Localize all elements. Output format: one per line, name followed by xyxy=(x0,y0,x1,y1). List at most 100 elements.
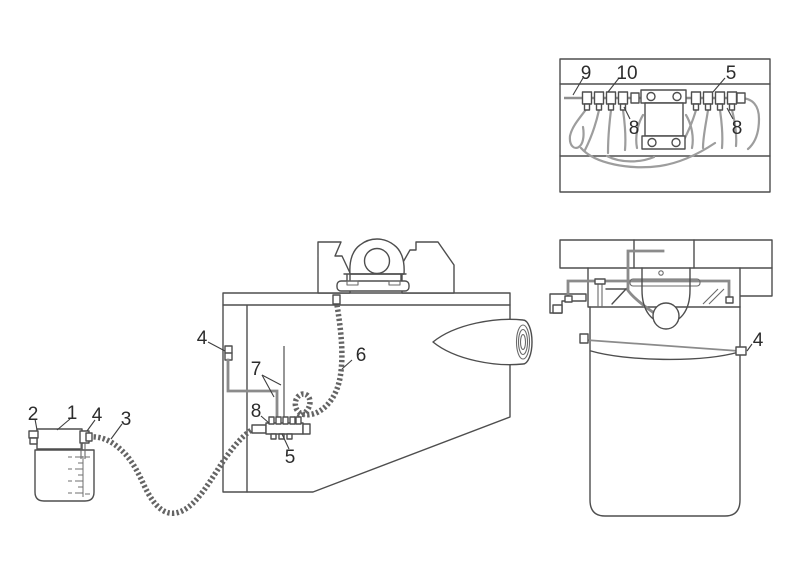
valve-block-body xyxy=(644,102,684,137)
fitting-nut xyxy=(690,91,702,105)
leader-line xyxy=(56,418,71,431)
fitting-drop xyxy=(619,103,627,111)
machine-main-view xyxy=(88,238,533,516)
feed-pipe-elbow xyxy=(226,358,279,423)
manifold-bottom-nub xyxy=(270,433,277,440)
reservoir-cap xyxy=(28,430,39,439)
tank-drain-tube xyxy=(585,339,740,352)
inset-sweep-tube xyxy=(579,141,717,169)
callout-manifold: 5 xyxy=(285,447,296,468)
scale-tick-long xyxy=(75,456,83,494)
inset-left-manifold xyxy=(581,91,640,111)
fitting-drop xyxy=(728,103,736,111)
leader-line xyxy=(746,343,753,352)
right-hatch xyxy=(702,288,725,305)
fitting-drop xyxy=(583,103,591,111)
oil-line-fitting xyxy=(725,296,734,304)
bearing-base-step xyxy=(343,273,407,282)
callout-inset-left-end: 8 xyxy=(629,118,640,139)
manifold-nub xyxy=(295,416,302,425)
bearing-bore xyxy=(363,247,391,275)
roller-end-ring xyxy=(519,333,527,351)
leader-line xyxy=(341,359,353,370)
bearing-base-tray xyxy=(336,280,410,292)
supply-hose xyxy=(88,426,255,516)
leader-line xyxy=(623,106,631,120)
fitting-nut xyxy=(581,91,593,105)
leader-line xyxy=(261,374,275,398)
slide-plate xyxy=(629,278,701,287)
bolt-hole xyxy=(646,91,656,102)
roller xyxy=(432,318,533,366)
needle-bar xyxy=(597,283,603,307)
fitting-drop xyxy=(716,103,724,111)
tank-tube-fitting-right xyxy=(735,346,747,356)
inset-right-end-fitting xyxy=(736,92,746,104)
roller-body xyxy=(432,318,533,366)
reservoir-lid xyxy=(36,428,83,450)
reservoir-cap-lower xyxy=(29,437,38,445)
machine-body-inner-lines xyxy=(222,304,511,493)
callout-numbers: 2 1 4 3 4 7 8 5 6 9 10 5 8 8 4 xyxy=(28,63,764,468)
fitting-drop xyxy=(692,103,700,111)
callout-tank-fitting: 4 xyxy=(753,330,764,351)
leader-line xyxy=(86,419,96,432)
manifold-nub xyxy=(275,416,282,425)
inset-block-tube xyxy=(684,113,694,150)
leader-line xyxy=(281,433,290,450)
dip-tubes xyxy=(80,443,86,459)
tank-rim-curve xyxy=(590,350,740,361)
inset-tube xyxy=(621,108,627,152)
oil-hole xyxy=(658,270,664,276)
fitting-nut xyxy=(702,91,714,105)
inset-block-tube xyxy=(635,113,645,150)
bolt-hole xyxy=(647,137,657,148)
callout-inset-right-end: 8 xyxy=(732,118,743,139)
callout-supply-hose: 3 xyxy=(121,409,132,430)
roller-end-ring xyxy=(515,324,531,360)
back-panel-dividers xyxy=(633,239,695,269)
callout-manifold-end: 8 xyxy=(251,401,262,422)
callout-reservoir-cap: 2 xyxy=(28,404,39,425)
inset-tube xyxy=(718,108,724,150)
tank-tube-fitting-left xyxy=(579,333,589,344)
callout-feed-pipes: 7 xyxy=(251,359,262,380)
oil-tank xyxy=(589,306,741,517)
head-outline xyxy=(587,267,741,308)
inset-sweep-tube xyxy=(605,154,656,163)
detail-inset xyxy=(559,58,771,193)
leader-line xyxy=(607,77,620,93)
callout-reservoir-fitting: 4 xyxy=(92,405,103,426)
leader-line xyxy=(34,418,38,431)
hand-wheel xyxy=(652,302,680,330)
callout-wall-fitting: 4 xyxy=(197,328,208,349)
machine-tank-view xyxy=(549,239,773,517)
fitting-drop xyxy=(607,103,615,111)
inset-inner-lines xyxy=(559,83,771,157)
inset-tube xyxy=(701,108,710,150)
callout-inset-right-manifold: 5 xyxy=(726,63,737,84)
inset-tube xyxy=(583,108,601,152)
bracket-block xyxy=(552,304,563,314)
distributor-manifold xyxy=(251,416,311,440)
leader-line xyxy=(110,423,123,440)
inset-right-manifold xyxy=(690,91,746,111)
oil-line-fitting xyxy=(564,295,573,303)
scale-tick-short xyxy=(78,462,83,488)
machine-body xyxy=(222,292,511,493)
inset-tube xyxy=(730,108,738,148)
callout-return-hose: 6 xyxy=(356,345,367,366)
bearing-tray-tab xyxy=(346,280,359,286)
left-flap xyxy=(605,288,627,305)
manifold-nub xyxy=(289,416,296,425)
callout-inset-left-manifold: 10 xyxy=(616,63,637,84)
manifold-nub xyxy=(268,416,275,425)
manifold-end-cap xyxy=(302,423,311,435)
inset-left-end-fitting xyxy=(630,92,640,104)
fitting-nut xyxy=(593,91,605,105)
leader-line xyxy=(261,374,282,386)
leader-line xyxy=(712,77,726,93)
bolt-hole xyxy=(672,91,682,102)
